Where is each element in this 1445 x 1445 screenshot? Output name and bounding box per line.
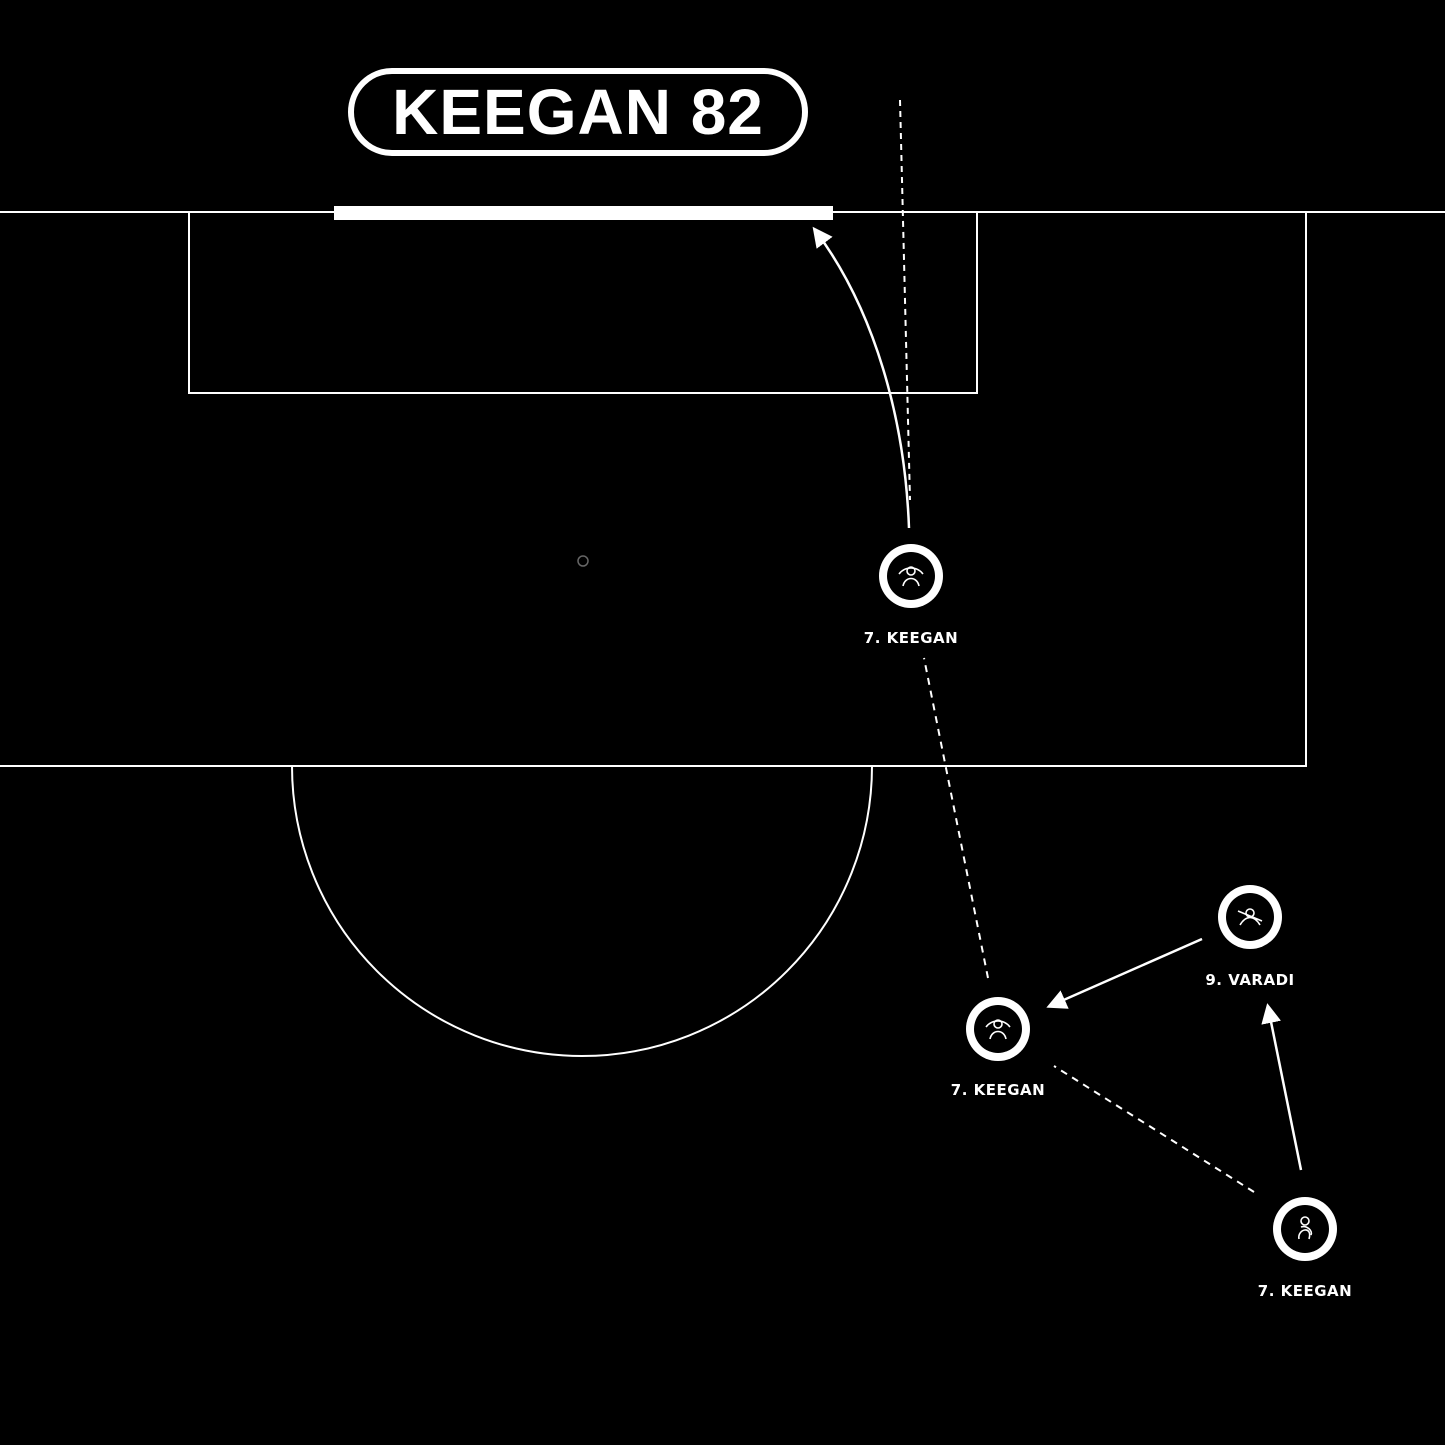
player-label: 7. KEEGAN — [1258, 1282, 1352, 1300]
player-figure-icon — [898, 566, 924, 587]
penalty-spot — [577, 555, 589, 567]
run-line-start — [1053, 1065, 1255, 1193]
player-label: 7. KEEGAN — [951, 1081, 1045, 1099]
dashed-line-off-target — [899, 99, 911, 501]
title-badge: KEEGAN 82 — [348, 68, 808, 156]
shot-arrow — [812, 226, 911, 529]
penalty-box — [0, 212, 1307, 767]
player-figure-icon — [985, 1019, 1011, 1040]
penalty-arc — [291, 765, 873, 1057]
player-varadi: 9. VARADI — [1205, 885, 1294, 989]
player-keegan-start: 7. KEEGAN — [1258, 1197, 1352, 1300]
player-keegan-receiver: 7. KEEGAN — [951, 997, 1045, 1099]
player-label: 9. VARADI — [1205, 971, 1294, 989]
player-figure-icon — [1298, 1216, 1313, 1240]
pass-arrow-varadi — [1046, 937, 1203, 1009]
run-line-to-box — [923, 657, 989, 979]
player-label: 7. KEEGAN — [864, 629, 958, 647]
pass-arrow-keegan — [1261, 1003, 1303, 1171]
player-keegan-shooter: 7. KEEGAN — [864, 544, 958, 647]
goal-mouth — [334, 206, 833, 220]
player-figure-icon — [1237, 908, 1263, 926]
